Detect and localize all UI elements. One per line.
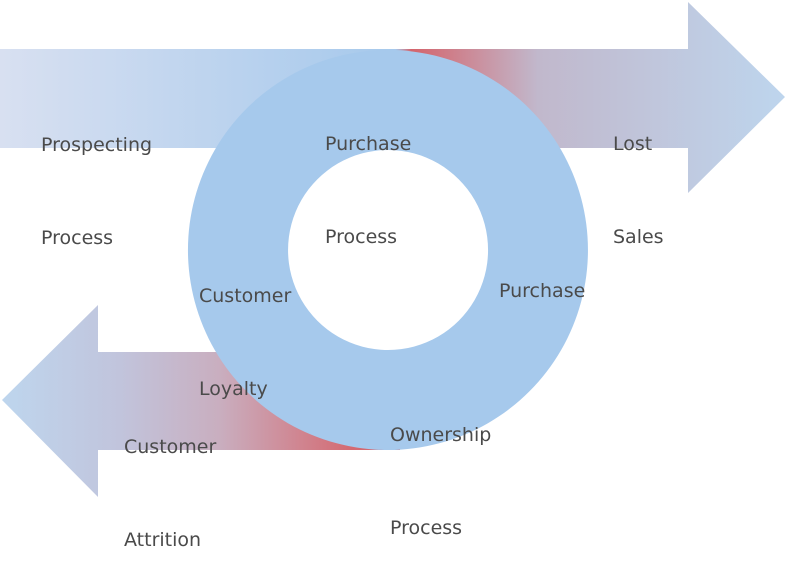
label-prospecting-process: Prospecting Process xyxy=(41,68,152,285)
label-lost-sales: Lost Sales xyxy=(613,67,664,284)
label-line: Process xyxy=(325,226,398,248)
label-line: Customer xyxy=(124,436,217,458)
label-line: Purchase xyxy=(325,133,412,155)
label-customer-attrition: Customer Attrition xyxy=(124,370,216,587)
label-line: Attrition xyxy=(124,529,202,551)
label-line: Purchase xyxy=(499,280,586,302)
label-purchase-process: Purchase Process xyxy=(325,67,411,284)
label-line: Process xyxy=(390,517,463,539)
label-line: Customer xyxy=(199,285,292,307)
label-line: Ownership xyxy=(390,424,492,446)
label-line: Sales xyxy=(613,226,664,248)
customer-lifecycle-diagram xyxy=(0,2,785,497)
label-ownership-process: Ownership Process xyxy=(390,358,491,575)
label-line: Lost xyxy=(613,133,653,155)
label-line: Process xyxy=(41,227,114,249)
lifecycle-ring xyxy=(187,50,588,450)
label-purchase: Purchase xyxy=(499,214,585,338)
label-line: Loyalty xyxy=(199,378,268,400)
label-customer-loyalty: Customer Loyalty xyxy=(199,219,291,436)
label-line: Prospecting xyxy=(41,134,153,156)
